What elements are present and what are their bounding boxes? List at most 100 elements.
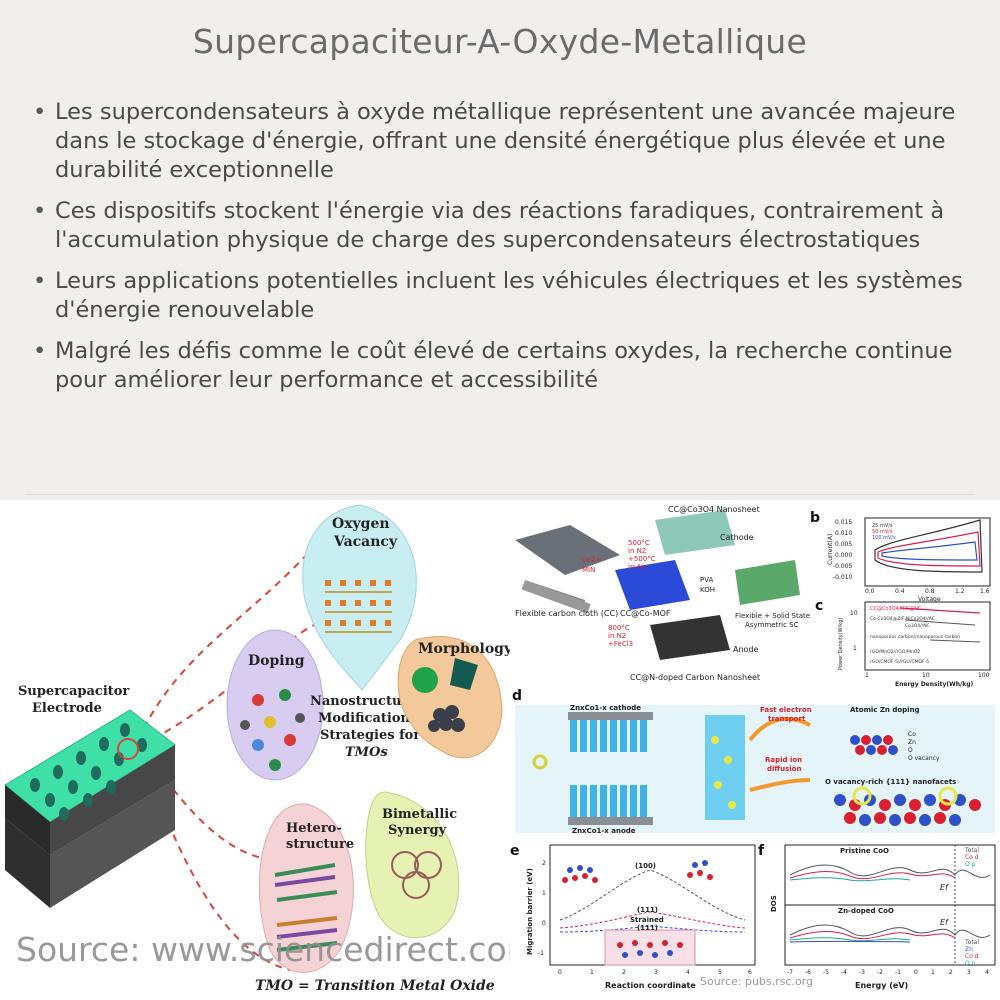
figure-strategies: Supercapacitor Electrode Oxygen Vacancy (0, 500, 510, 1000)
bimetallic-label-line1: Bimetallic (382, 807, 457, 822)
c-series-6: rGO/CMOF-5//rGO/CMOF-5 (870, 659, 929, 665)
d-atomic-label: Atomic Zn doping (850, 706, 920, 714)
b-legend-3: 100 mV/s (872, 535, 896, 541)
panel-d-schematic (515, 705, 995, 833)
b-ytick: -0.005 (833, 563, 853, 570)
a-temp2b: in N2 (608, 632, 626, 640)
d-legend-o: O (908, 747, 913, 754)
e-xtick: 4 (686, 969, 690, 976)
b-ytick: 0.010 (835, 530, 852, 537)
oxygen-vacancy-bubble (302, 504, 417, 691)
f-legend2-cod: Co d (965, 953, 979, 960)
f-pristine-label: Pristine CoO (840, 847, 889, 855)
b-ylabel: Current(A) (827, 534, 834, 565)
panel-e-label: e (510, 843, 520, 859)
b-xtick: 0.4 (895, 588, 905, 595)
a-min: MIN (582, 566, 595, 574)
e-ytick: 2 (542, 860, 546, 867)
f-xtick: 4 (985, 969, 989, 976)
f-legend2-zn: Zn (965, 946, 973, 953)
a-cloth-label: Flexible carbon cloth (CC) (515, 609, 618, 618)
b-xlabel: Voltage (918, 596, 941, 603)
panel-e-energy-plot (549, 844, 756, 966)
d-legend-zn: Zn (908, 739, 916, 746)
oxygen-label-line1: Oxygen (332, 516, 390, 532)
source-left: Source: www.sciencedirect.com (16, 930, 539, 969)
bullet-text: Les supercondensateurs à oxyde métalliqu… (55, 99, 956, 183)
f-legend1-total: Total (964, 847, 979, 854)
f-xtick: -7 (787, 969, 793, 976)
c-series-1: CC@Co3O4//CC@NC (870, 606, 922, 612)
e-111-label: (111) (637, 906, 658, 914)
bullet-dot-icon: • (33, 268, 47, 294)
b-ytick: -0.010 (833, 574, 853, 581)
e-ytick: 0 (542, 920, 546, 927)
e-xtick: 0 (558, 969, 562, 976)
d-transport-label: transport (768, 715, 806, 723)
e-100-label: (100) (635, 862, 656, 870)
center-label-line4: TMOs (345, 745, 388, 760)
d-cathode-label: ZnxCo1-x cathode (570, 704, 641, 712)
a-sc-label-2: Asymmetric SC (745, 621, 799, 629)
b-legend-1: 25 mV/s (872, 523, 893, 529)
c-xtick: 1 (865, 672, 869, 679)
morphology-bubble (397, 636, 503, 759)
panel-f-dos-plot (784, 844, 996, 966)
f-xlabel: Energy (eV) (855, 981, 908, 990)
a-co3o4-label: CC@Co3O4 Nanosheet (668, 505, 760, 514)
f-xtick: -6 (805, 969, 811, 976)
f-xtick: 3 (967, 969, 971, 976)
b-ytick: 0.000 (835, 552, 852, 559)
bullet-dot-icon: • (33, 338, 47, 364)
f-xtick: 0 (914, 969, 918, 976)
c-series-3: Co3O4//NC (905, 623, 930, 629)
b-xtick: 0.0 (865, 588, 875, 595)
heterostructure-bubble (258, 803, 354, 973)
e-xlabel: Reaction coordinate (605, 981, 696, 990)
section-divider (25, 494, 975, 495)
c-xtick: 10 (922, 672, 930, 679)
c-ylabel: Power Density(W/kg) (838, 618, 844, 670)
panel-b-cv-plot (864, 517, 991, 587)
oxygen-label-line2: Vacancy (333, 534, 398, 550)
c-series-5: rGO/MnO2//rGO/MnO2 (870, 649, 920, 655)
figure-research-panels: CC@Co3O4 Nanosheet Cathode Flexible carb… (510, 500, 1000, 1000)
d-fast-label: Fast electron (760, 706, 812, 714)
panel-c-ragone-plot (864, 601, 991, 671)
f-legend2-op: O p (965, 960, 976, 967)
bullet-dot-icon: • (33, 99, 47, 125)
d-nanofacets-label: O vacancy-rich {111} nanofacets (825, 778, 956, 786)
b-ytick: 0.005 (835, 541, 852, 548)
panel-d-label: d (512, 688, 522, 704)
center-label-line2: Modification (318, 711, 410, 726)
b-legend-2: 50 mV/s (872, 529, 893, 535)
doping-label: Doping (248, 653, 305, 669)
f-legend1-cod: Co d (965, 854, 979, 861)
bullet-item: • Les supercondensateurs à oxyde métalliq… (30, 98, 975, 185)
a-temp2: 800°C (608, 624, 630, 632)
e-111b-label: (111) (637, 924, 658, 932)
a-pva-label: PVA (700, 576, 714, 584)
d-rapid-label: Rapid ion (765, 756, 802, 764)
c-ytick: 1 (853, 645, 857, 652)
f-ef-label: Ef (940, 918, 949, 927)
c-ytick: 10 (850, 610, 858, 617)
a-koh-label: KOH (700, 586, 715, 594)
b-xtick: 1.2 (955, 588, 965, 595)
f-legend2-total: Total (964, 939, 979, 946)
bullet-list: • Les supercondensateurs à oxyde métalliq… (30, 98, 975, 407)
bullet-item: • Malgré les défis comme le coût élevé de… (30, 337, 975, 395)
bullet-text: Leurs applications potentielles incluent… (55, 268, 963, 323)
page-title: Supercapaciteur-A-Oxyde-Metallique (192, 22, 808, 61)
tmo-footer: TMO = Transition Metal Oxide (255, 978, 495, 994)
e-xtick: 3 (654, 969, 658, 976)
bullet-dot-icon: • (33, 198, 47, 224)
f-xtick: -4 (841, 969, 847, 976)
a-cathode-label: Cathode (720, 533, 754, 542)
d-anode-label: ZnxCo1-x anode (572, 827, 636, 835)
f-ef-label: Ef (940, 883, 949, 892)
panel-c-label: c (815, 598, 823, 614)
f-xtick: -3 (859, 969, 865, 976)
bullet-text: Malgré les défis comme le coût élevé de … (55, 338, 953, 393)
e-ytick: 1 (542, 890, 546, 897)
